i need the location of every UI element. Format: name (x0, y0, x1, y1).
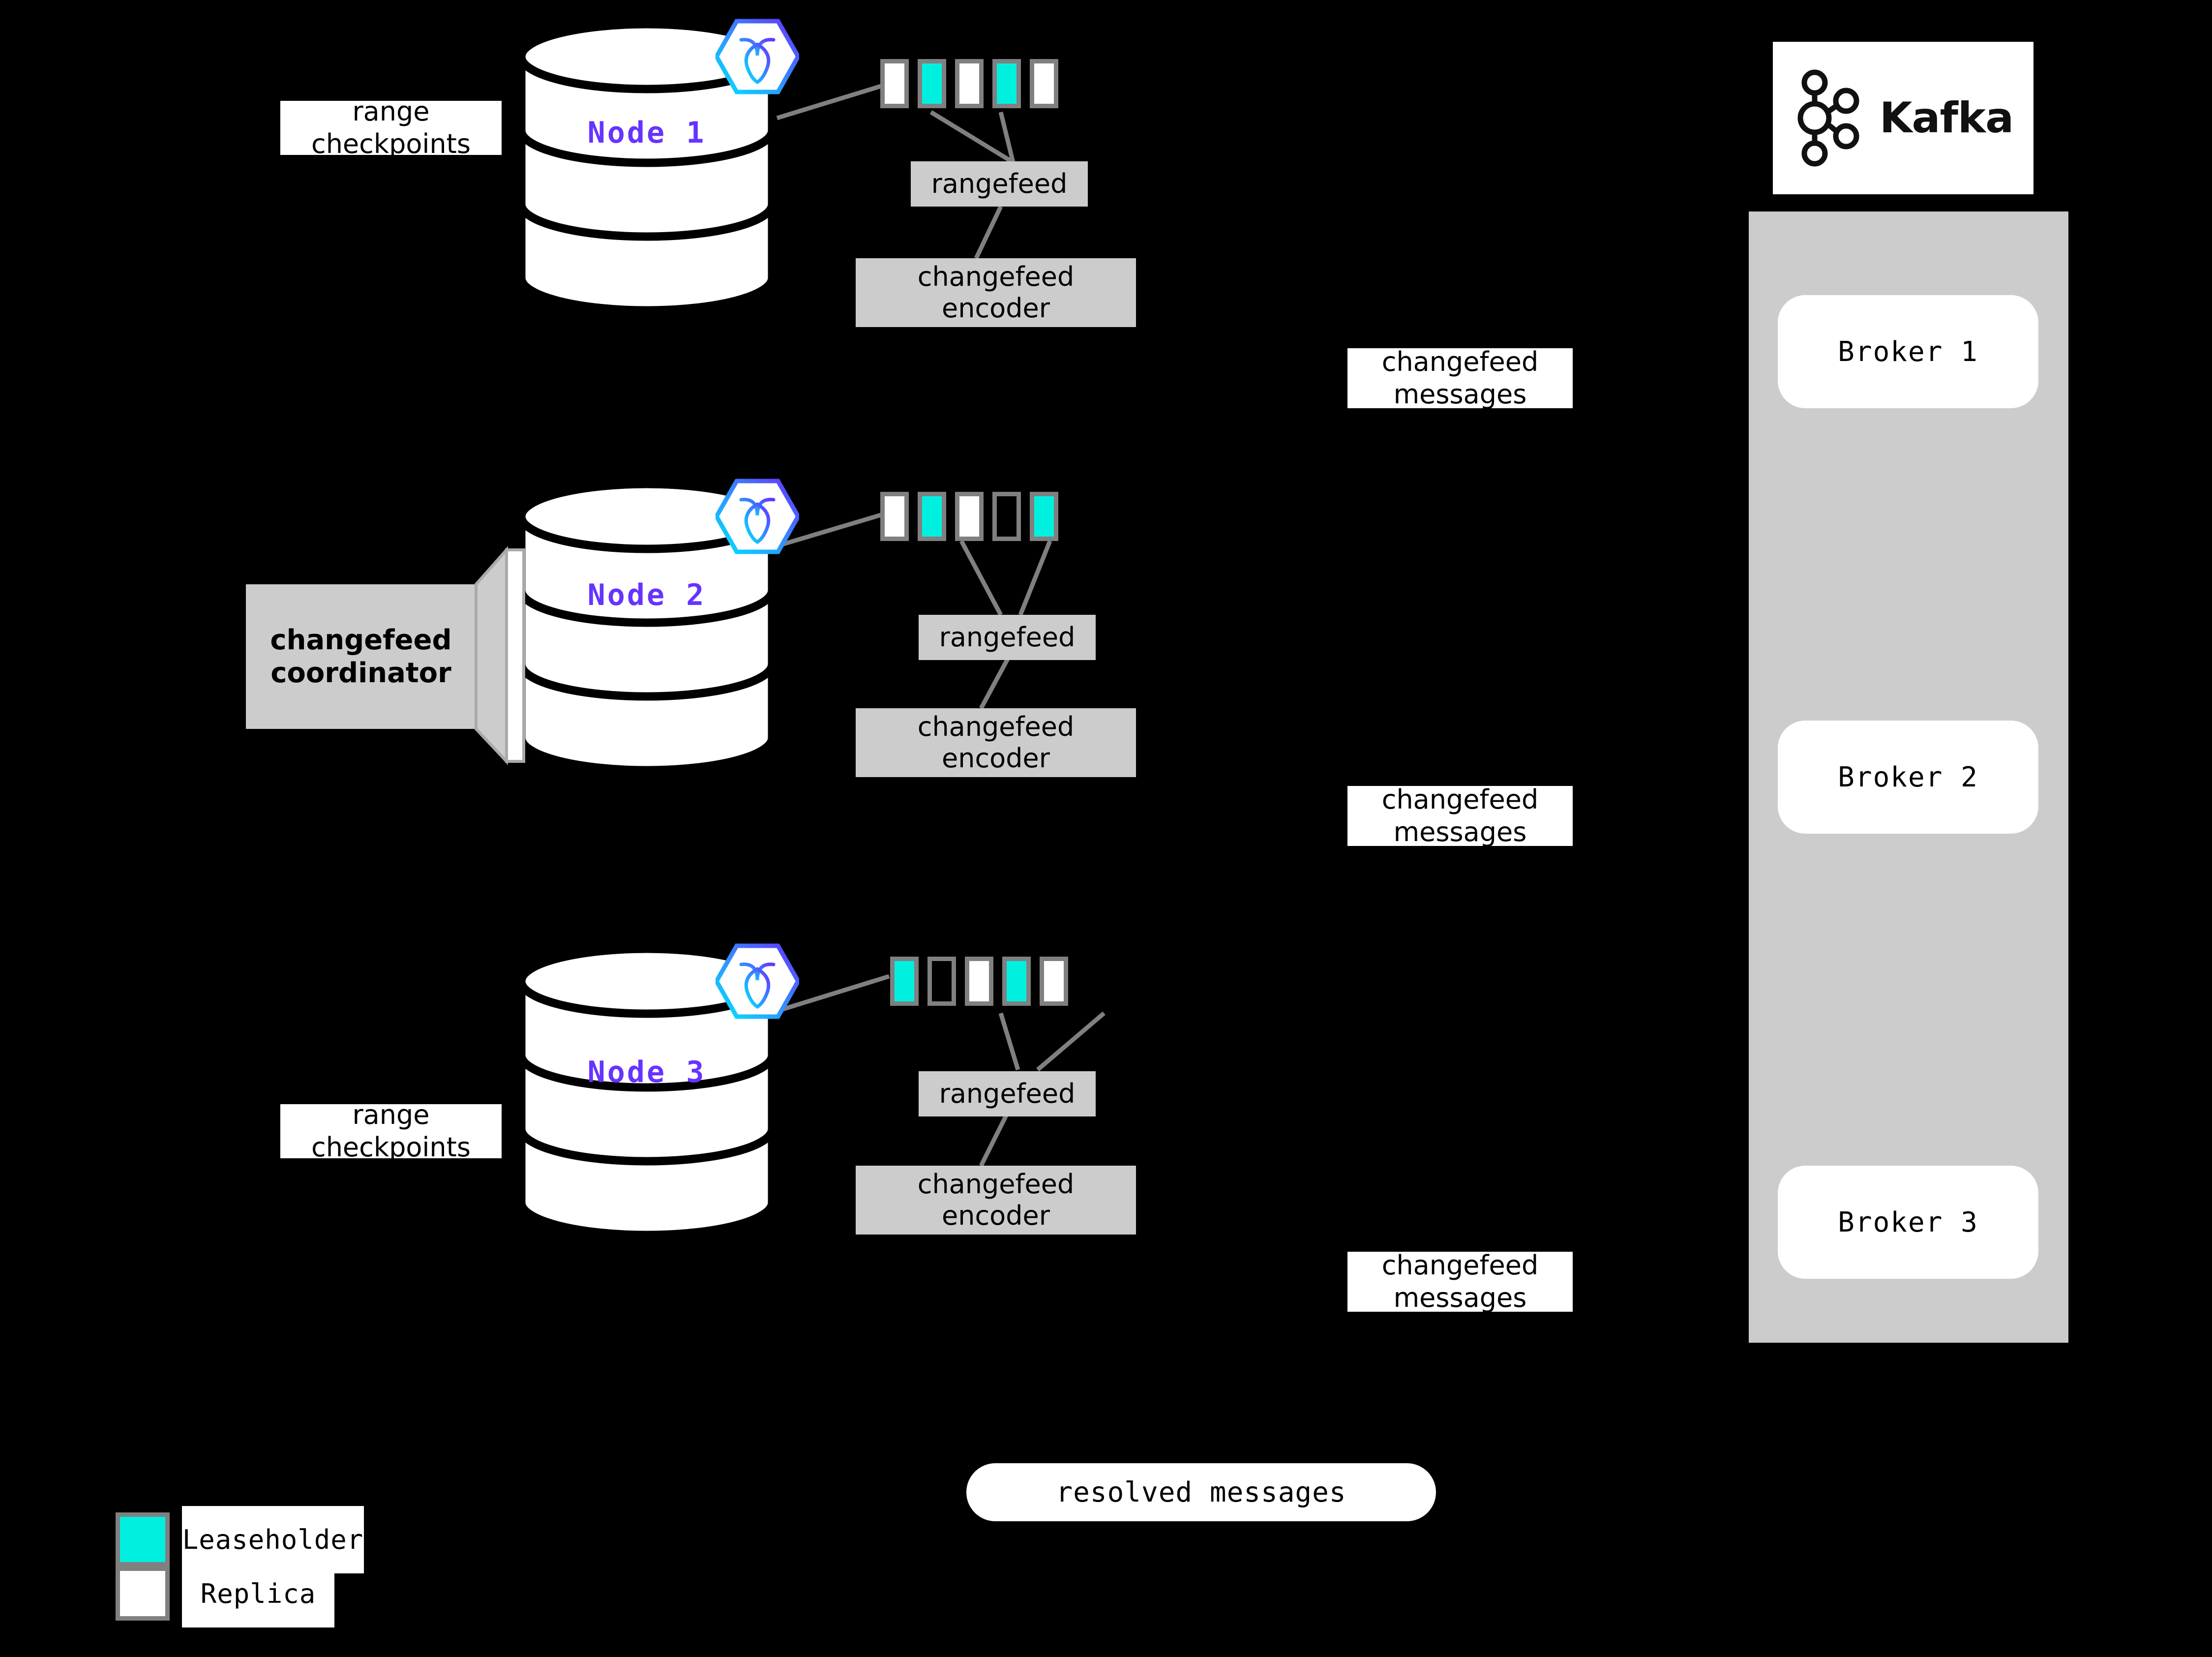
node-2-cylinder: Node 2 (516, 480, 777, 775)
node-1-range-checkpoints-line1: range (352, 101, 430, 127)
changefeed-messages-label-2: changefeed messages (1347, 786, 1573, 846)
node-2-changefeed-encoder-box[interactable]: changefeed encoder (856, 708, 1136, 777)
node-3-cylinder: Node 3 (516, 944, 777, 1239)
node-3-range-4[interactable] (1002, 957, 1031, 1006)
cockroachdb-hex-icon (716, 17, 799, 96)
node-1-range-checkpoints-line2: checkpoints (311, 128, 471, 155)
node-1-range-1[interactable] (880, 59, 909, 108)
node-3-encoder-line1: changefeed (917, 1169, 1075, 1200)
node-1-ranges (880, 59, 1058, 108)
node-3-encoder-line2: encoder (942, 1200, 1050, 1231)
changefeed-messages-label-1: changefeed messages (1347, 348, 1573, 408)
node-1-range-4[interactable] (992, 59, 1021, 108)
node-1-cylinder: Node 1 (516, 20, 777, 315)
cockroachdb-hex-icon (716, 477, 799, 556)
node-3-label: Node 3 (587, 1055, 706, 1089)
node-3-range-2[interactable] (927, 957, 956, 1006)
node-1-rangefeed-box[interactable]: rangefeed (911, 161, 1088, 207)
node-3-range-5[interactable] (1040, 957, 1068, 1006)
node-1-label: Node 1 (587, 116, 706, 150)
changefeed-messages-2-line2: messages (1393, 816, 1527, 846)
legend-label-replica: Replica (182, 1560, 334, 1627)
coordinator-line2: coordinator (270, 657, 451, 689)
node-3-ranges (890, 957, 1068, 1006)
node-1-changefeed-encoder-box[interactable]: changefeed encoder (856, 258, 1136, 327)
node-2-range-4[interactable] (992, 492, 1021, 541)
changefeed-messages-1-line1: changefeed (1381, 348, 1539, 378)
changefeed-messages-label-3: changefeed messages (1347, 1252, 1573, 1312)
cockroachdb-hex-icon (716, 942, 799, 1021)
changefeed-messages-3-line2: messages (1393, 1282, 1527, 1312)
kafka-logo-icon (1793, 69, 1867, 167)
node-1-range-5[interactable] (1030, 59, 1058, 108)
kafka-logo-box: Kafka (1773, 42, 2033, 194)
node-1-encoder-line1: changefeed (917, 261, 1075, 293)
node-2-ranges (880, 492, 1058, 541)
node-3-range-1[interactable] (890, 957, 919, 1006)
changefeed-messages-1-line2: messages (1393, 379, 1527, 408)
resolved-messages-pill[interactable]: resolved messages (966, 1463, 1436, 1521)
changefeed-messages-3-line1: changefeed (1381, 1252, 1539, 1281)
node-2-label: Node 2 (587, 578, 706, 612)
changefeed-coordinator-label: changefeed coordinator (246, 584, 476, 729)
node-1-range-2[interactable] (918, 59, 946, 108)
node-2-rangefeed-box[interactable]: rangefeed (919, 615, 1096, 660)
node-3-range-checkpoints-line1: range (352, 1104, 430, 1131)
node-2-range-1[interactable] (880, 492, 909, 541)
changefeed-messages-2-line1: changefeed (1381, 786, 1539, 815)
node-3-range-checkpoints-line2: checkpoints (311, 1132, 471, 1158)
coordinator-line1: changefeed (270, 624, 452, 656)
broker-3[interactable]: Broker 3 (1778, 1166, 2038, 1279)
node-1-encoder-line2: encoder (942, 293, 1050, 324)
kafka-wordmark: Kafka (1879, 93, 2014, 143)
node-3-rangefeed-box[interactable]: rangefeed (919, 1071, 1096, 1116)
node-2-range-5[interactable] (1030, 492, 1058, 541)
broker-1[interactable]: Broker 1 (1778, 295, 2038, 408)
node-3-changefeed-encoder-box[interactable]: changefeed encoder (856, 1166, 1136, 1235)
node-3-range-checkpoints-label: range checkpoints (280, 1104, 502, 1158)
node-3-range-3[interactable] (965, 957, 993, 1006)
changefeed-coordinator[interactable]: changefeed coordinator (246, 541, 541, 767)
node-2-range-3[interactable] (955, 492, 984, 541)
node-1-range-checkpoints-label: range checkpoints (280, 101, 502, 155)
broker-2[interactable]: Broker 2 (1778, 721, 2038, 834)
node-2-range-2[interactable] (918, 492, 946, 541)
legend: Leaseholder Replica (116, 1506, 420, 1635)
node-2-encoder-line2: encoder (942, 743, 1050, 774)
node-1-range-3[interactable] (955, 59, 984, 108)
node-2-encoder-line1: changefeed (917, 711, 1075, 743)
legend-swatch-leaseholder (116, 1512, 170, 1567)
legend-swatch-replica (116, 1567, 170, 1621)
